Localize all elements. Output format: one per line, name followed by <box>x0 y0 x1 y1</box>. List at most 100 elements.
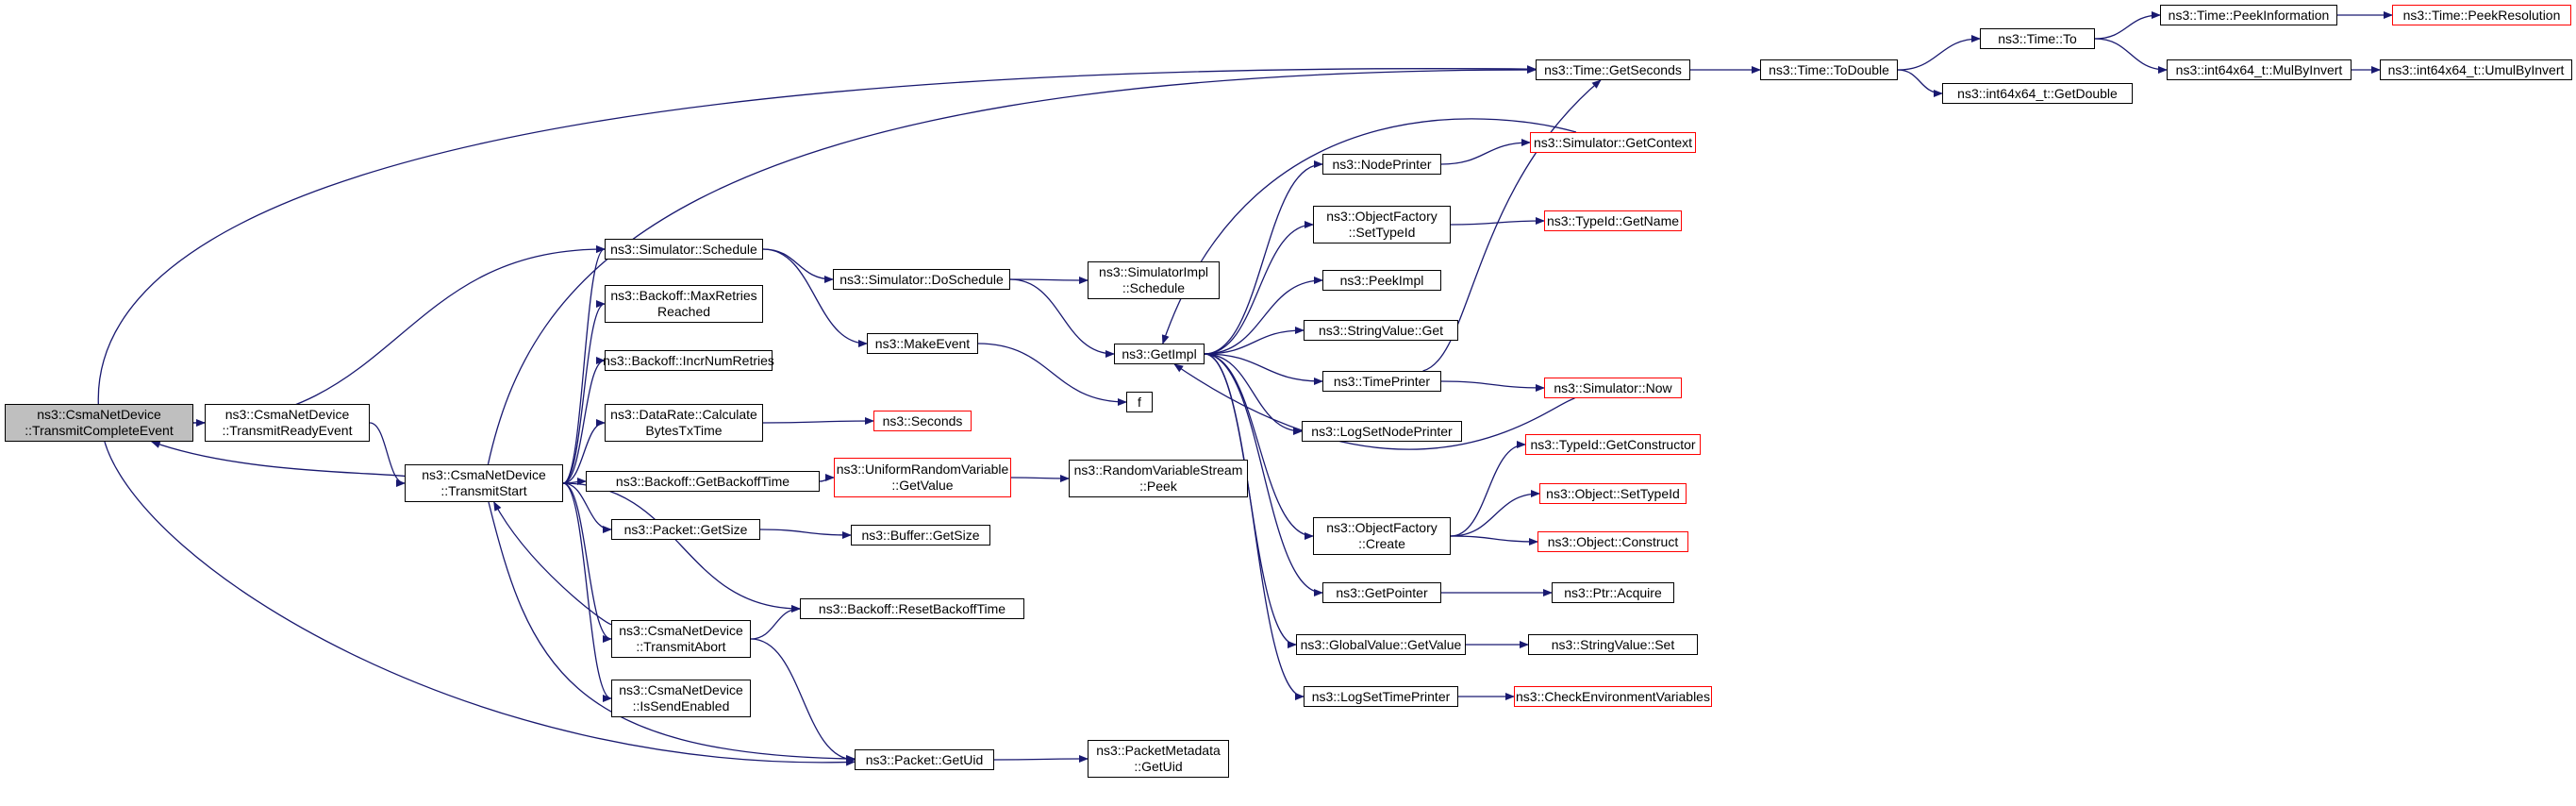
graph-node-bgbt[interactable]: ns3::Backoff::GetBackoffTime <box>586 471 820 492</box>
graph-node-svg[interactable]: ns3::StringValue::Get <box>1304 320 1458 341</box>
graph-node-oc[interactable]: ns3::Object::Construct <box>1537 531 1688 552</box>
call-edge-gi-to-lsnp <box>1204 353 1303 435</box>
call-edge-ts-to-ta <box>562 482 612 643</box>
call-edge-gi-to-svg <box>1204 327 1305 355</box>
graph-node-gi[interactable]: ns3::GetImpl <box>1114 344 1205 364</box>
call-edge-gi-to-np <box>1204 160 1323 355</box>
call-edge-gi-to-gp <box>1204 353 1323 596</box>
call-edge-ttd-to-tto <box>1897 35 1981 71</box>
call-edge-gi-to-pi <box>1204 277 1323 355</box>
graph-node-lsnp[interactable]: ns3::LogSetNodePrinter <box>1302 421 1462 442</box>
call-edge-sched-to-me <box>762 248 868 347</box>
call-edge-snow-to-gi <box>1173 363 1575 450</box>
call-edge-tce-to-tgs <box>97 65 1537 405</box>
graph-node-lstp[interactable]: ns3::LogSetTimePrinter <box>1304 686 1458 707</box>
call-edge-sched-to-ds <box>762 248 834 283</box>
graph-node-pgs[interactable]: ns3::Packet::GetSize <box>611 519 760 540</box>
graph-node-snow[interactable]: ns3::Simulator::Now <box>1544 378 1682 398</box>
graph-node-bmr[interactable]: ns3::Backoff::MaxRetries Reached <box>605 285 763 323</box>
graph-node-ofc[interactable]: ns3::ObjectFactory ::Create <box>1313 517 1451 555</box>
call-edge-drc-to-secs <box>762 417 874 426</box>
graph-node-pa[interactable]: ns3::Ptr::Acquire <box>1552 582 1674 603</box>
graph-node-sched[interactable]: ns3::Simulator::Schedule <box>605 239 763 260</box>
graph-node-bufgs[interactable]: ns3::Buffer::GetSize <box>851 525 990 546</box>
graph-node-tgn[interactable]: ns3::TypeId::GetName <box>1544 210 1682 231</box>
graph-node-f[interactable]: f <box>1126 392 1153 412</box>
call-edge-ts-to-bmr <box>562 300 606 484</box>
graph-node-imbi[interactable]: ns3::int64x64_t::MulByInvert <box>2167 59 2352 80</box>
graph-node-ds[interactable]: ns3::Simulator::DoSchedule <box>833 269 1010 290</box>
graph-node-sis[interactable]: ns3::SimulatorImpl ::Schedule <box>1088 261 1220 299</box>
call-edge-urv-to-rvsp <box>1010 474 1070 482</box>
call-edge-gi-to-tp <box>1204 353 1323 385</box>
graph-node-urv[interactable]: ns3::UniformRandomVariable ::GetValue <box>834 458 1011 497</box>
call-edge-pgu-to-pmgu <box>993 755 1089 764</box>
graph-node-brbt[interactable]: ns3::Backoff::ResetBackoffTime <box>800 598 1024 619</box>
call-edge-ts-to-drc <box>562 419 606 484</box>
call-edge-tce-to-sched <box>192 245 606 424</box>
graph-node-ttd[interactable]: ns3::Time::ToDouble <box>1760 59 1898 80</box>
call-edge-ts-to-binr <box>562 357 606 484</box>
call-edge-gi-to-ofc <box>1204 353 1314 540</box>
graph-node-rvsp[interactable]: ns3::RandomVariableStream ::Peek <box>1069 460 1248 497</box>
graph-node-ts[interactable]: ns3::CsmaNetDevice ::TransmitStart <box>405 464 563 502</box>
graph-node-tgs[interactable]: ns3::Time::GetSeconds <box>1536 59 1690 80</box>
graph-node-pgu[interactable]: ns3::Packet::GetUid <box>855 749 994 770</box>
call-edge-ofc-to-ost <box>1450 490 1540 537</box>
graph-node-tpr[interactable]: ns3::Time::PeekResolution <box>2392 5 2571 25</box>
call-edge-pgs-to-bufgs <box>759 529 852 539</box>
graph-node-pmgu[interactable]: ns3::PacketMetadata ::GetUid <box>1088 740 1229 778</box>
graph-node-cev[interactable]: ns3::CheckEnvironmentVariables <box>1514 686 1712 707</box>
call-edge-ts-to-brbt <box>562 482 801 613</box>
graph-node-np[interactable]: ns3::NodePrinter <box>1322 154 1441 175</box>
call-edge-ta-to-brbt <box>750 605 801 640</box>
call-edge-ts-to-tce <box>150 441 406 478</box>
call-edge-ttd-to-igd <box>1897 69 1943 97</box>
call-edge-ts-to-sched <box>562 245 606 484</box>
graph-node-tp[interactable]: ns3::TimePrinter <box>1322 371 1441 392</box>
graph-node-ssv[interactable]: ns3::StringValue::Set <box>1528 634 1698 655</box>
call-edge-ts-to-pgs <box>562 482 612 533</box>
call-edge-ds-to-gi <box>1009 278 1115 358</box>
graph-node-iumbi[interactable]: ns3::int64x64_t::UmulByInvert <box>2380 59 2572 80</box>
call-edge-tp-to-tgs <box>1422 79 1602 372</box>
graph-node-secs[interactable]: ns3::Seconds <box>873 411 972 431</box>
call-edge-tre-to-ts <box>369 422 406 487</box>
call-edge-tp-to-snow <box>1440 380 1545 392</box>
graph-node-tre[interactable]: ns3::CsmaNetDevice ::TransmitReadyEvent <box>205 404 370 442</box>
graph-node-sgc[interactable]: ns3::Simulator::GetContext <box>1530 132 1696 153</box>
call-edge-ta-to-ts <box>493 501 612 626</box>
call-edge-np-to-sgc <box>1440 139 1531 165</box>
graph-node-ost[interactable]: ns3::Object::SetTypeId <box>1539 483 1687 504</box>
call-edge-ds-to-sis <box>1009 276 1089 284</box>
graph-node-tce: ns3::CsmaNetDevice ::TransmitCompleteEve… <box>5 404 193 442</box>
call-edge-gi-to-lstp <box>1204 353 1305 700</box>
graph-node-ta[interactable]: ns3::CsmaNetDevice ::TransmitAbort <box>611 620 751 658</box>
call-edge-tto-to-imbi <box>2094 38 2168 74</box>
call-edge-ts-to-ise <box>562 482 612 702</box>
graph-node-gp[interactable]: ns3::GetPointer <box>1322 582 1441 603</box>
call-edge-gi-to-ofst <box>1204 221 1314 355</box>
call-edge-me-to-f <box>977 343 1127 406</box>
call-edge-tto-to-tpi <box>2094 11 2161 40</box>
graph-node-tto[interactable]: ns3::Time::To <box>1980 28 2095 49</box>
graph-node-me[interactable]: ns3::MakeEvent <box>867 333 978 354</box>
graph-node-ise[interactable]: ns3::CsmaNetDevice ::IsSendEnabled <box>611 680 751 717</box>
call-edge-ofc-to-oc <box>1450 535 1538 546</box>
graph-node-igd[interactable]: ns3::int64x64_t::GetDouble <box>1942 83 2133 104</box>
graph-node-tgc[interactable]: ns3::TypeId::GetConstructor <box>1525 434 1701 455</box>
graph-node-tpi[interactable]: ns3::Time::PeekInformation <box>2160 5 2337 25</box>
graph-node-gvgv[interactable]: ns3::GlobalValue::GetValue <box>1296 634 1466 655</box>
call-edge-ts-to-tgs <box>487 66 1537 465</box>
call-edge-bgbt-to-urv <box>819 474 835 482</box>
call-edge-ta-to-pgu <box>750 638 856 764</box>
graph-node-drc[interactable]: ns3::DataRate::Calculate BytesTxTime <box>605 404 763 442</box>
call-edge-ts-to-pgu <box>488 501 856 763</box>
call-edge-sgc-to-gi <box>1161 118 1577 344</box>
graph-node-ofst[interactable]: ns3::ObjectFactory ::SetTypeId <box>1313 206 1451 243</box>
graph-node-binr[interactable]: ns3::Backoff::IncrNumRetries <box>603 350 774 371</box>
call-edge-ofc-to-tgc <box>1450 441 1526 537</box>
graph-node-pi[interactable]: ns3::PeekImpl <box>1322 270 1441 291</box>
